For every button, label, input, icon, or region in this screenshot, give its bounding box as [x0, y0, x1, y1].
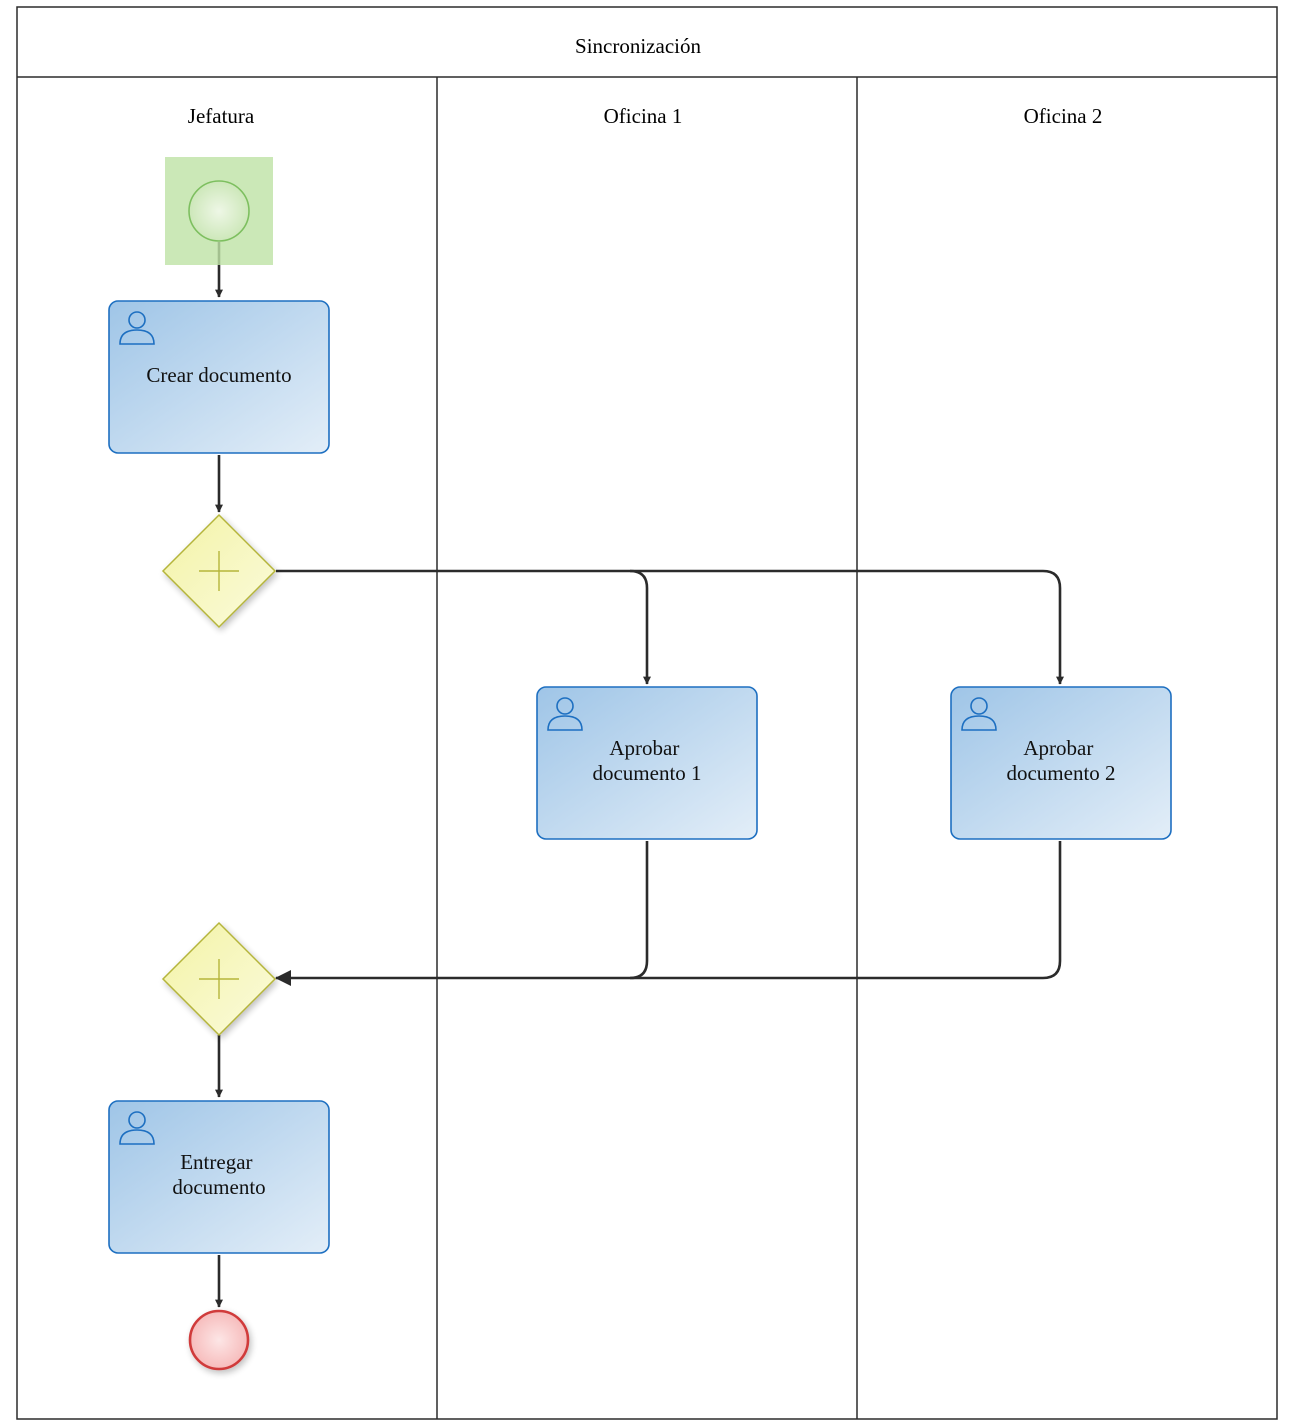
lane-title-oficina-2: Oficina 2	[1024, 104, 1103, 128]
task-box[interactable]	[108, 1100, 330, 1254]
task-label: Entregar documento	[172, 1150, 265, 1199]
task-aprobar-documento-2[interactable]: Aprobar documento 2	[950, 686, 1172, 840]
user-icon	[961, 697, 997, 731]
task-label: Crear documento	[146, 363, 291, 387]
lane-title-jefatura: Jefatura	[188, 104, 255, 128]
parallel-gateway-join[interactable]	[161, 921, 277, 1037]
pool-title: Sincronización	[575, 34, 701, 58]
plus-icon	[199, 551, 239, 591]
flow-aprobar2-to-join[interactable]	[630, 841, 1062, 980]
user-icon	[119, 1111, 155, 1145]
parallel-gateway-split[interactable]	[161, 513, 277, 629]
flow-aprobar1-to-join[interactable]	[275, 841, 649, 986]
task-aprobar-documento-1[interactable]: Aprobar documento 1	[536, 686, 758, 840]
lane-jefatura: Jefatura	[188, 104, 255, 128]
task-box[interactable]	[536, 686, 758, 840]
flow-split-to-aprobar1[interactable]	[276, 569, 651, 685]
pool-border	[16, 6, 1278, 1420]
lane-oficina-2: Oficina 2	[856, 77, 1103, 1419]
sequence-flows	[215, 242, 1064, 1308]
plus-icon	[199, 959, 239, 999]
task-entregar-documento[interactable]: Entregar documento	[108, 1100, 330, 1254]
start-event[interactable]	[188, 180, 250, 242]
task-label: Aprobar documento 1	[592, 736, 701, 785]
end-event[interactable]	[188, 1309, 250, 1371]
pool: Sincronización	[16, 6, 1278, 1420]
user-icon	[547, 697, 583, 731]
user-icon	[119, 311, 155, 345]
lane-oficina-1: Oficina 1	[436, 77, 683, 1419]
task-crear-documento[interactable]: Crear documento	[108, 300, 330, 454]
flow-split-to-aprobar2[interactable]	[630, 569, 1064, 685]
task-box[interactable]	[950, 686, 1172, 840]
task-box[interactable]	[108, 300, 330, 454]
task-label: Aprobar documento 2	[1006, 736, 1115, 785]
lane-title-oficina-1: Oficina 1	[604, 104, 683, 128]
